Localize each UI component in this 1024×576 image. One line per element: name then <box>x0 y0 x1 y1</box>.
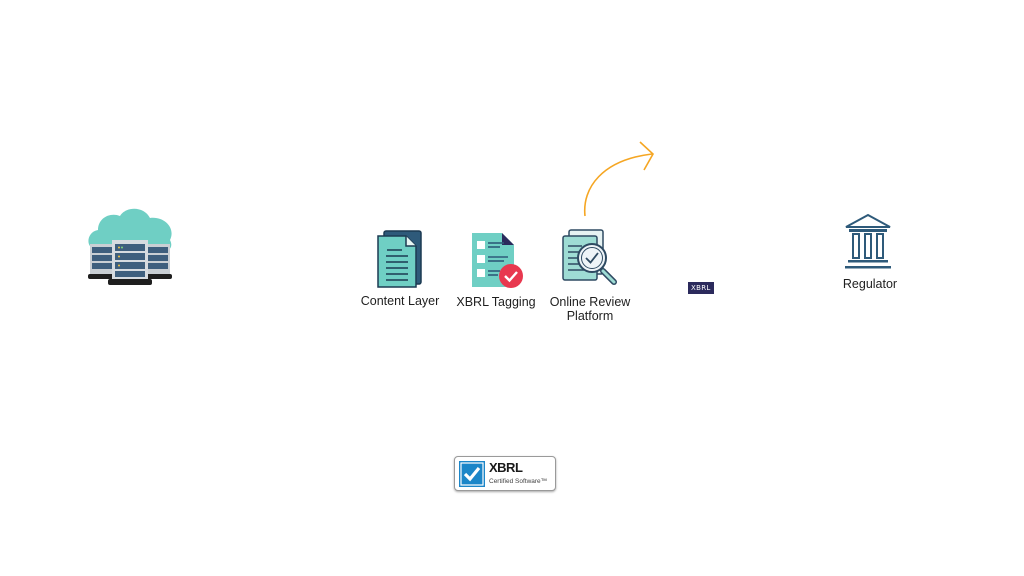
checkmark-icon <box>459 461 485 487</box>
bank-building-icon <box>845 213 891 269</box>
regulator-label: Regulator <box>842 277 898 291</box>
cloud-server-icon <box>88 208 172 285</box>
badge-subtitle: Certified Software™ <box>489 478 548 485</box>
arrow-icon <box>583 141 655 217</box>
document-icon <box>377 230 422 288</box>
document-magnifier-icon <box>562 229 617 285</box>
xbrl-certified-badge: XBRL Certified Software™ <box>454 456 556 491</box>
checklist-badge-icon <box>472 233 523 288</box>
online-review-label: Online Review Platform <box>540 295 640 323</box>
content-layer-label: Content Layer <box>360 294 440 308</box>
xbrl-chip: XBRL <box>688 282 714 294</box>
online-review-label-line1: Online Review <box>549 295 631 309</box>
xbrl-tagging-label: XBRL Tagging <box>456 295 536 309</box>
online-review-label-line2: Platform <box>566 309 614 323</box>
badge-title: XBRL <box>489 460 523 475</box>
